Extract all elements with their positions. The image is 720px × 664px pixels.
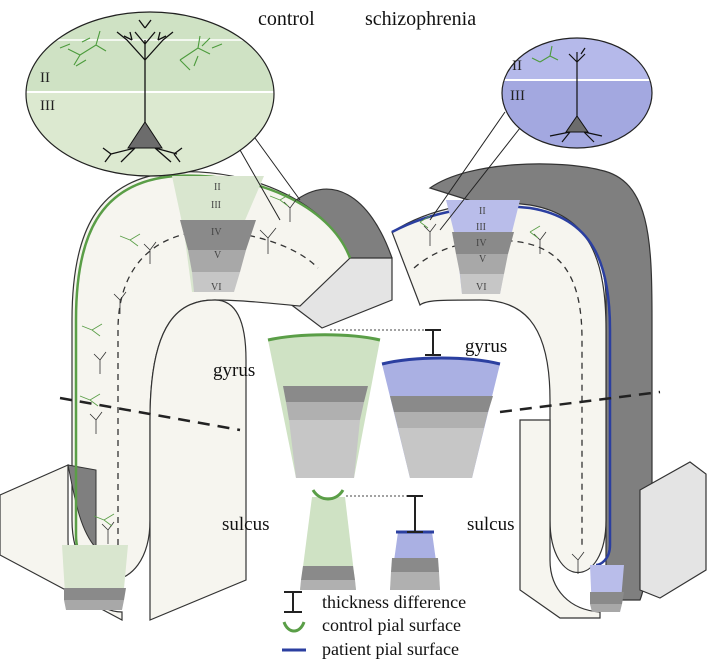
gyrus-thickness-marker [425,329,441,356]
left-layer-iv: IV [211,227,222,238]
sulcus-label-right: sulcus [467,514,515,535]
control-zoom-layer-iii: III [40,98,55,114]
schizophrenia-heading: schizophrenia [365,8,476,30]
sulcus-thickness-marker [407,495,423,533]
right-layer-v: V [479,254,487,265]
patient-cortex-fold: II III IV V VI [391,163,707,619]
gyrus-comparison [267,329,501,478]
control-sulcus-pial [311,489,345,501]
control-pial-icon [282,621,306,633]
legend-patient-label: patient pial surface [322,639,459,659]
patient-zoom-layer-iii: III [510,88,525,104]
left-layer-v: V [214,250,222,261]
right-layer-vi: VI [476,282,487,293]
sulcus-label-left: sulcus [222,514,270,535]
control-cortex-fold: II III IV V VI [0,171,393,621]
right-boundary-line [499,390,661,414]
patient-zoom-layer-ii: II [512,58,522,74]
sulcus-comparison [300,489,440,590]
left-layer-iii: III [211,200,221,211]
legend-thickness-label: thickness difference [322,592,466,612]
thickness-difference-icon [284,591,302,613]
right-layer-ii: II [479,206,486,217]
legend-control-label: control pial surface [322,615,461,635]
left-boundary-line [59,396,241,432]
left-layer-vi: VI [211,282,222,293]
control-zoom-layer-ii: II [40,70,50,86]
right-layer-iv: IV [476,238,487,249]
patient-zoom-circle: II III [429,37,653,231]
patient-gyrus-pial [381,356,501,366]
control-gyrus-pial [267,333,381,342]
control-heading: control [258,8,315,30]
control-zoom-circle: II III [25,11,301,221]
gyrus-label-left: gyrus [213,360,255,381]
left-layer-ii: II [214,182,221,193]
right-layer-iii: III [476,222,486,233]
legend: thickness difference control pial surfac… [282,591,466,659]
gyrus-label-right: gyrus [465,336,507,357]
